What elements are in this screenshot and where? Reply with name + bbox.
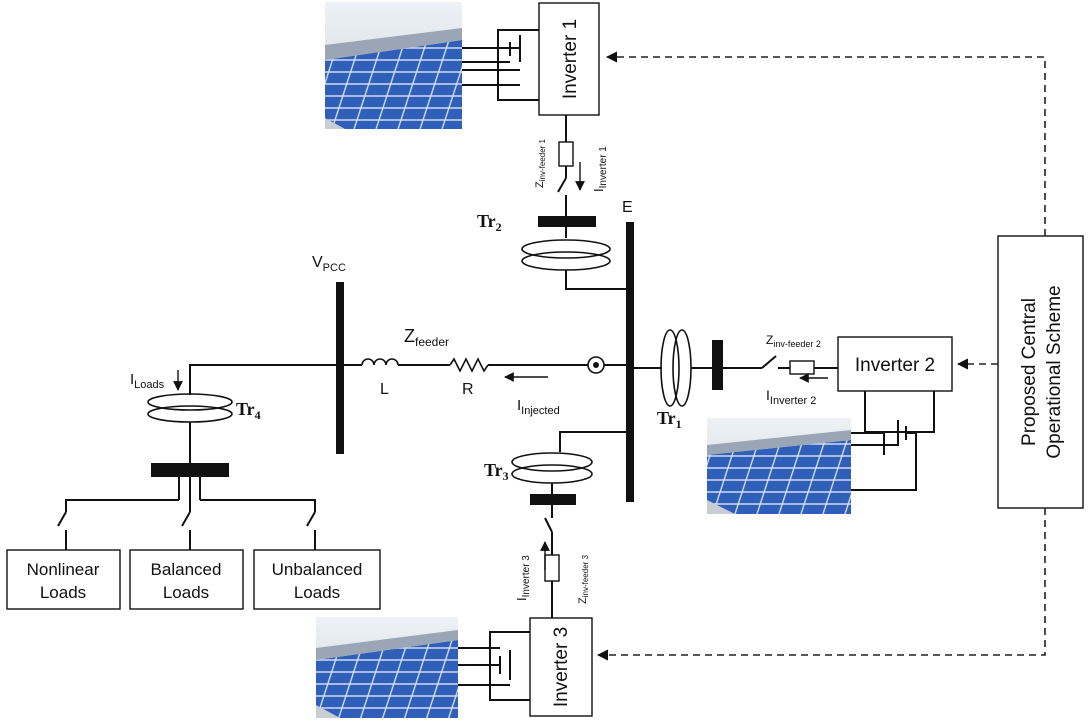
inverter-2-box: [837, 336, 953, 392]
scheme-label-line2: Operational Scheme: [1044, 285, 1065, 458]
switch-inverter-2: [761, 355, 777, 369]
inverter-2-label: Inverter 2: [855, 355, 935, 376]
solar-array-2-image: [707, 418, 851, 514]
tr4-label: Tr4: [236, 399, 261, 422]
i-inverter-3-label: IInverter 3: [514, 555, 532, 601]
transformer-tr2: [521, 216, 630, 290]
svg-text:Nonlinear: Nonlinear: [27, 560, 100, 579]
z-feeder-label: Zfeeder: [404, 326, 449, 349]
inverter-1: Inverter 1: [538, 2, 600, 116]
feeder-inductor-l: [361, 358, 399, 366]
feeder-resistor-r: [449, 357, 489, 373]
z-inv-feeder-3-impedance: [544, 554, 560, 582]
bus-e-label: E: [622, 199, 633, 216]
switch-nonlinear-loads: [57, 511, 67, 527]
inverter-1-box: [538, 2, 600, 116]
switch-inverter-1: [557, 177, 567, 193]
tr3-label: Tr3: [484, 460, 509, 483]
nonlinear-loads-box: Nonlinear Loads: [6, 549, 121, 610]
z-inv-feeder-3-label: Zinv-feeder 3: [577, 554, 590, 604]
control-signal-inverter-3: [596, 508, 1046, 661]
z-inv-feeder-1-label: Zinv-feeder 1: [534, 138, 547, 188]
feeder-inverter-1: [557, 115, 585, 216]
tr4-breaker: [151, 463, 229, 477]
switch-unbalanced-loads: [306, 511, 316, 527]
tr1-label: Tr1: [657, 408, 682, 431]
control-signals: [596, 51, 1046, 661]
switch-inverter-3: [544, 517, 553, 533]
inverter-3-label: Inverter 3: [551, 627, 572, 707]
solar-array-1-image: [325, 2, 462, 129]
tr2-breaker: [538, 216, 596, 227]
inverter-1-label: Inverter 1: [560, 19, 581, 99]
scheme-box: [997, 235, 1084, 509]
main-feeder: [344, 356, 626, 382]
inverter-2: Inverter 2: [837, 336, 953, 392]
transformer-tr3: [511, 431, 630, 505]
vpcc-label: VPCC: [312, 254, 346, 274]
inverter-3: Inverter 3: [529, 617, 593, 717]
bus-e: [626, 222, 634, 502]
tr1-breaker: [712, 340, 723, 390]
pv-link-1: [462, 29, 539, 101]
r-label: R: [462, 381, 474, 398]
pv-link-2: [851, 391, 935, 491]
transformer-tr1: [634, 329, 762, 407]
i-inverter-2-label: IInverter 2: [766, 387, 816, 407]
inverter-3-box: [529, 617, 593, 717]
pv-link-3: [458, 631, 530, 701]
feeder-inverter-2: [761, 355, 838, 383]
solar-array-3-image: [316, 617, 458, 718]
bus-vpcc: [336, 282, 344, 454]
central-operational-scheme: Proposed Central Operational Scheme: [997, 235, 1084, 509]
scheme-label-line1: Proposed Central: [1019, 298, 1040, 446]
z-inv-feeder-1-impedance: [558, 141, 574, 167]
balanced-loads-box: Balanced Loads: [129, 549, 244, 610]
tr2-label: Tr2: [477, 211, 502, 234]
control-signal-inverter-1: [605, 51, 1046, 236]
svg-text:Balanced: Balanced: [151, 560, 222, 579]
z-inv-feeder-2-label: Zinv-feeder 2: [766, 333, 821, 349]
tr3-breaker: [530, 494, 576, 505]
svg-text:Loads: Loads: [294, 583, 340, 602]
i-inverter-1-label: IInverter 1: [591, 146, 609, 192]
i-injected-label: IInjected: [517, 397, 560, 417]
svg-text:Loads: Loads: [40, 583, 86, 602]
i-loads-label: ILoads: [130, 371, 165, 391]
load-feeder: [57, 364, 336, 550]
z-inv-feeder-2-impedance: [789, 360, 815, 375]
switch-balanced-loads: [181, 511, 191, 527]
unbalanced-loads-box: Unbalanced Loads: [253, 549, 381, 610]
svg-text:Loads: Loads: [163, 583, 209, 602]
svg-text:Unbalanced: Unbalanced: [272, 560, 363, 579]
feeder-inverter-3: [540, 505, 560, 618]
l-label: L: [380, 381, 389, 398]
